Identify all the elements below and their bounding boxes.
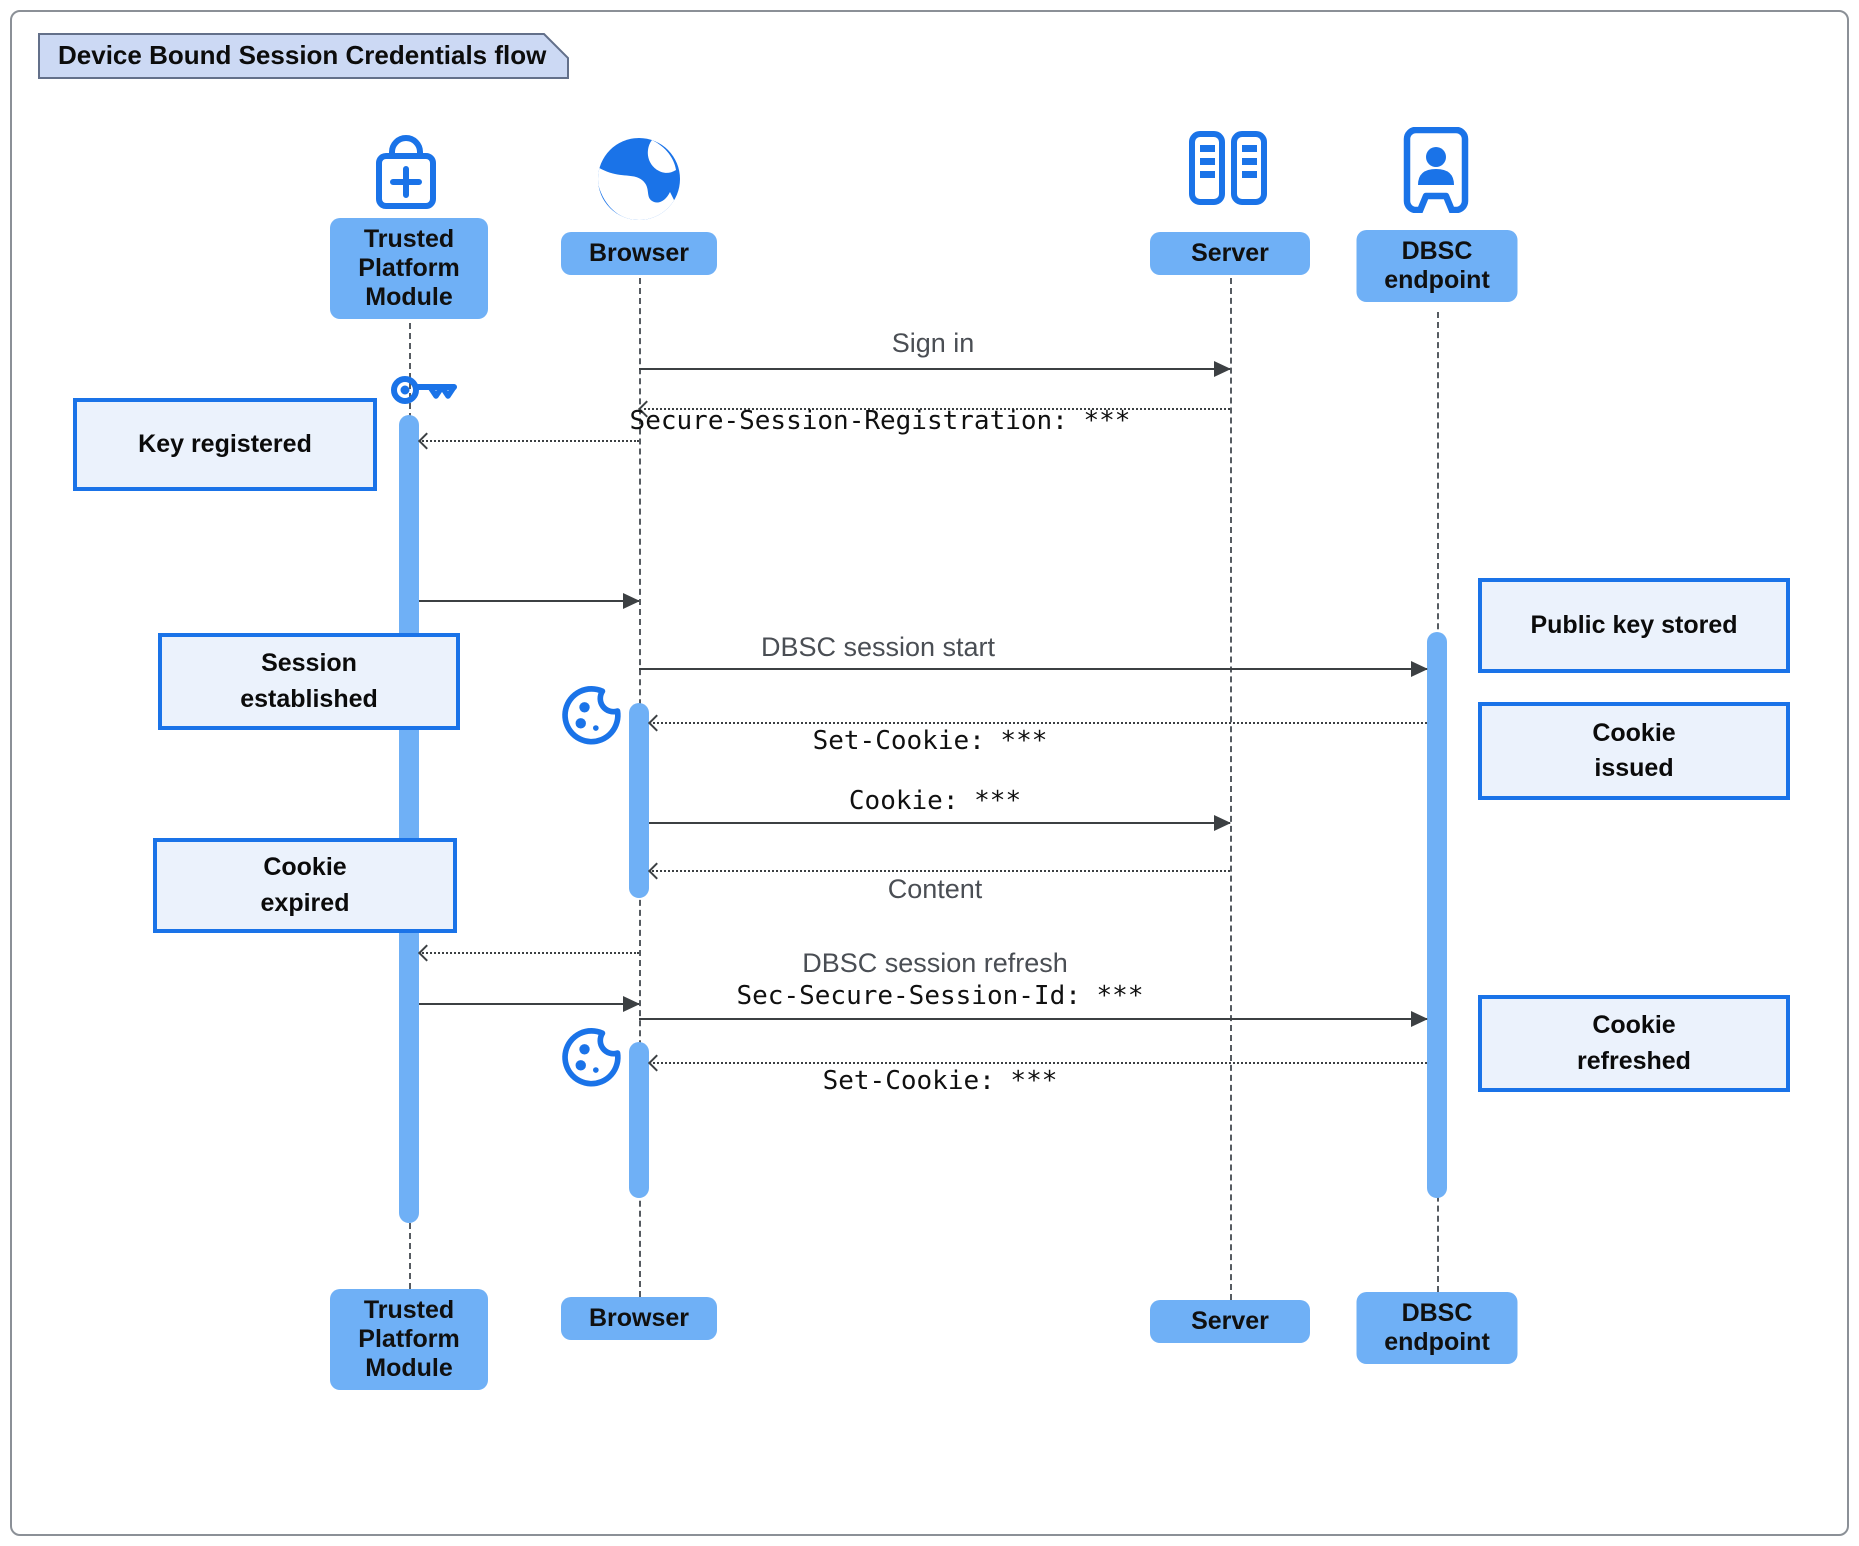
note-cookie-issued: Cookie issued	[1478, 702, 1790, 800]
arrow-set-cookie-2	[648, 1054, 1427, 1072]
arrow-tpm-to-browser-1	[419, 593, 640, 609]
message-label-sign-in: Sign in	[891, 328, 975, 358]
arrow-secure-session-registration	[638, 400, 1230, 418]
arrow-content	[648, 862, 1230, 880]
lifeline-server	[1230, 278, 1232, 1300]
message-label-cookie: Cookie: ***	[848, 786, 1022, 816]
message-label-sec-secure-session-id: Sec-Secure-Session-Id: ***	[736, 981, 1144, 1011]
server-racks-icon	[1189, 131, 1267, 205]
note-session-established: Session established	[158, 633, 460, 730]
person-badge-icon	[1403, 127, 1469, 213]
diagram-border	[10, 10, 1849, 1536]
arrow-set-cookie-1	[648, 714, 1427, 732]
arrow-dbsc-session-start	[639, 661, 1428, 677]
arrow-browser-to-tpm-2	[418, 944, 639, 962]
participant-label-server-bottom: Server	[1150, 1300, 1310, 1343]
note-public-key-stored: Public key stored	[1478, 578, 1790, 673]
participant-label-browser-top: Browser	[561, 232, 717, 275]
message-label-dbsc-session-refresh: DBSC session refresh	[802, 948, 1068, 978]
message-label-set-cookie-1: Set-Cookie: ***	[812, 726, 1048, 756]
arrow-sign-in	[639, 361, 1231, 377]
diagram-title: Device Bound Session Credentials flow	[58, 40, 547, 70]
cookie-icon	[562, 1028, 621, 1087]
participant-label-browser-bottom: Browser	[561, 1297, 717, 1340]
activation-bar-browser-1	[629, 703, 649, 898]
cookie-icon	[562, 686, 621, 745]
note-cookie-expired: Cookie expired	[153, 838, 457, 933]
participant-label-server-top: Server	[1150, 232, 1310, 275]
arrow-tpm-to-browser-2	[419, 996, 640, 1012]
activation-bar-tpm	[399, 415, 419, 1223]
arrow-browser-to-tpm-1	[418, 432, 639, 450]
participant-label-tpm-bottom: Trusted Platform Module	[330, 1289, 488, 1390]
activation-bar-dbsc	[1427, 632, 1447, 1198]
title-tag-shape	[38, 33, 569, 79]
participant-label-dbsc-bottom: DBSC endpoint	[1356, 1292, 1518, 1364]
globe-icon	[598, 138, 680, 220]
participant-label-dbsc-top: DBSC endpoint	[1356, 230, 1518, 302]
arrow-cookie	[649, 815, 1231, 831]
note-cookie-refreshed: Cookie refreshed	[1478, 995, 1790, 1092]
message-label-dbsc-session-start: DBSC session start	[760, 632, 996, 662]
lock-plus-icon	[376, 135, 436, 209]
arrow-dbsc-session-refresh	[639, 1011, 1428, 1027]
activation-bar-browser-2	[629, 1042, 649, 1198]
message-label-content: Content	[887, 874, 983, 904]
message-label-secure-session-reg: Secure-Session-Registration: ***	[629, 406, 1131, 436]
key-icon	[391, 376, 457, 404]
message-label-set-cookie-2: Set-Cookie: ***	[822, 1066, 1058, 1096]
note-key-registered: Key registered	[73, 398, 377, 491]
participant-label-tpm-top: Trusted Platform Module	[330, 218, 488, 319]
